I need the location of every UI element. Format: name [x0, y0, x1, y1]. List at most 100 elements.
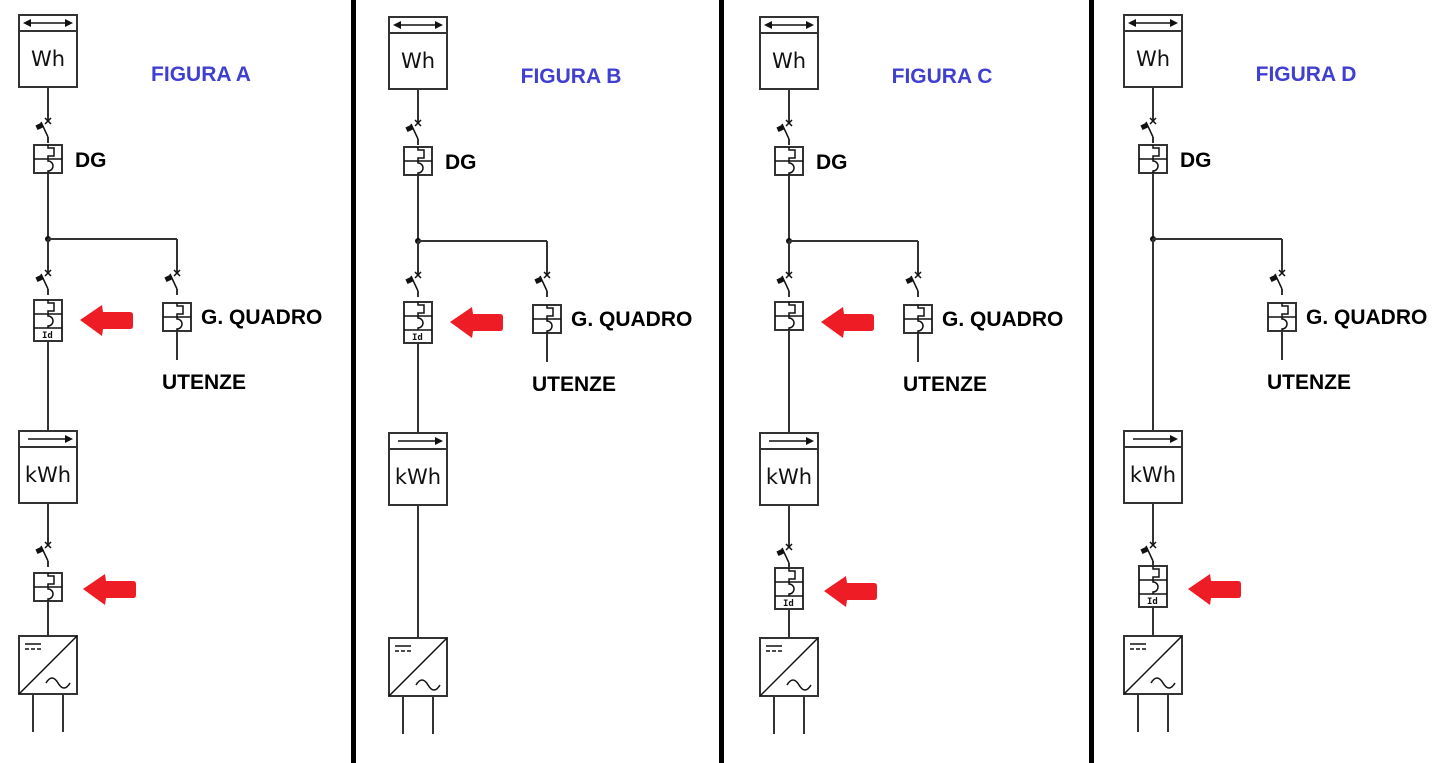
- switch-blade: [781, 547, 790, 564]
- x-mark: [44, 117, 52, 125]
- left-branch-red-arrow-icon: [80, 305, 133, 336]
- branch-breaker-label: G. QUADRO: [1306, 306, 1427, 329]
- meter-label: kWh: [766, 465, 812, 489]
- actuator-block: [776, 276, 784, 284]
- arrow-right-head: [1170, 435, 1178, 443]
- x-mark: [414, 119, 422, 127]
- main-breaker-icon: [33, 144, 63, 174]
- panel-divider: [719, 0, 724, 763]
- arrow-right-head: [806, 437, 814, 445]
- arrow-right-head: [806, 21, 814, 29]
- switch-contact-icon: [405, 115, 422, 145]
- switch-contact-icon: [1140, 113, 1157, 143]
- ac-wave: [45, 677, 71, 689]
- actuator-block: [776, 548, 784, 556]
- arrow-right-head: [1170, 19, 1178, 27]
- arrow-left-head: [1128, 19, 1136, 27]
- branch-breaker-icon: [903, 304, 933, 334]
- main-breaker-label: DG: [816, 151, 848, 174]
- meter-label: kWh: [395, 465, 441, 489]
- switch-blade: [1145, 121, 1154, 138]
- switch-contact-icon: [905, 267, 922, 297]
- thermal-element-icon: [546, 305, 554, 319]
- x-mark: [543, 271, 551, 279]
- inverter-diagonal: [759, 637, 819, 697]
- thermal-element-icon: [1281, 303, 1289, 317]
- production-meter: kWh: [759, 432, 819, 506]
- actuator-block: [1269, 274, 1277, 282]
- bidirectional-meter: Wh: [1123, 14, 1183, 88]
- switch-contact-icon: [35, 113, 52, 143]
- magnetic-element-icon: [47, 314, 54, 328]
- arrow-right-head: [435, 21, 443, 29]
- main-breaker-label: DG: [445, 151, 477, 174]
- meter-label: Wh: [401, 49, 435, 73]
- inverter-breaker-icon: Id: [1138, 565, 1168, 608]
- x-mark: [785, 543, 793, 551]
- thermal-element-icon: [176, 303, 184, 317]
- inverter-icon: [18, 635, 78, 732]
- main-breaker-icon: [774, 146, 804, 176]
- meter-body: [388, 432, 448, 506]
- thermal-element-icon: [788, 147, 796, 161]
- arrow-left-head: [393, 21, 401, 29]
- switch-contact-icon: [534, 267, 551, 297]
- magnetic-element-icon: [917, 319, 924, 333]
- inverter-icon: [388, 637, 448, 734]
- inverter-diagonal: [18, 635, 78, 695]
- inverter-red-arrow-icon: [83, 574, 136, 605]
- meter-body: [388, 16, 448, 90]
- x-mark: [44, 269, 52, 277]
- x-mark: [44, 541, 52, 549]
- differential-label: Id: [783, 599, 794, 609]
- bidirectional-meter: Wh: [759, 16, 819, 90]
- differential-label: Id: [42, 331, 53, 341]
- x-mark: [785, 119, 793, 127]
- thermal-element-icon: [1152, 145, 1160, 159]
- actuator-block: [534, 276, 542, 284]
- actuator-block: [905, 276, 913, 284]
- inverter-breaker-icon: Id: [774, 567, 804, 610]
- switch-contact-icon: [1269, 265, 1286, 295]
- inverter-icon: [759, 637, 819, 734]
- branch-breaker-label: G. QUADRO: [942, 308, 1063, 331]
- x-mark: [1149, 117, 1157, 125]
- switch-contact-icon: [776, 267, 793, 297]
- arrow-left-head: [764, 21, 772, 29]
- arrow-right-head: [65, 19, 73, 27]
- magnetic-element-icon: [788, 582, 795, 596]
- x-mark: [1278, 269, 1286, 277]
- actuator-block: [35, 274, 43, 282]
- meter-label: kWh: [25, 463, 71, 487]
- arrow-right-head: [435, 437, 443, 445]
- branch-breaker-icon: [1267, 302, 1297, 332]
- branch-breaker-icon: [162, 302, 192, 332]
- bidirectional-meter: Wh: [388, 16, 448, 90]
- branch-breaker-label: G. QUADRO: [201, 306, 322, 329]
- switch-blade: [40, 121, 49, 138]
- production-meter: kWh: [388, 432, 448, 506]
- breaker-body: [1138, 565, 1168, 608]
- left-branch-red-arrow-icon: [821, 307, 874, 338]
- switch-contact-icon: [164, 265, 181, 295]
- inverter-diagonal: [388, 637, 448, 697]
- actuator-block: [35, 122, 43, 130]
- meter-label: Wh: [31, 47, 65, 71]
- thermal-element-icon: [917, 305, 925, 319]
- bidirectional-meter: Wh: [18, 14, 78, 88]
- actuator-block: [164, 274, 172, 282]
- magnetic-element-icon: [417, 161, 424, 175]
- magnetic-element-icon: [1281, 317, 1288, 331]
- x-mark: [914, 271, 922, 279]
- left-branch-breaker-icon: Id: [33, 299, 63, 342]
- actuator-block: [1140, 122, 1148, 130]
- thermal-element-icon: [1152, 566, 1160, 580]
- left-branch-breaker-icon: Id: [403, 301, 433, 344]
- production-meter: kWh: [18, 430, 78, 504]
- figure-title: FIGURA A: [151, 63, 251, 86]
- magnetic-element-icon: [1152, 159, 1159, 173]
